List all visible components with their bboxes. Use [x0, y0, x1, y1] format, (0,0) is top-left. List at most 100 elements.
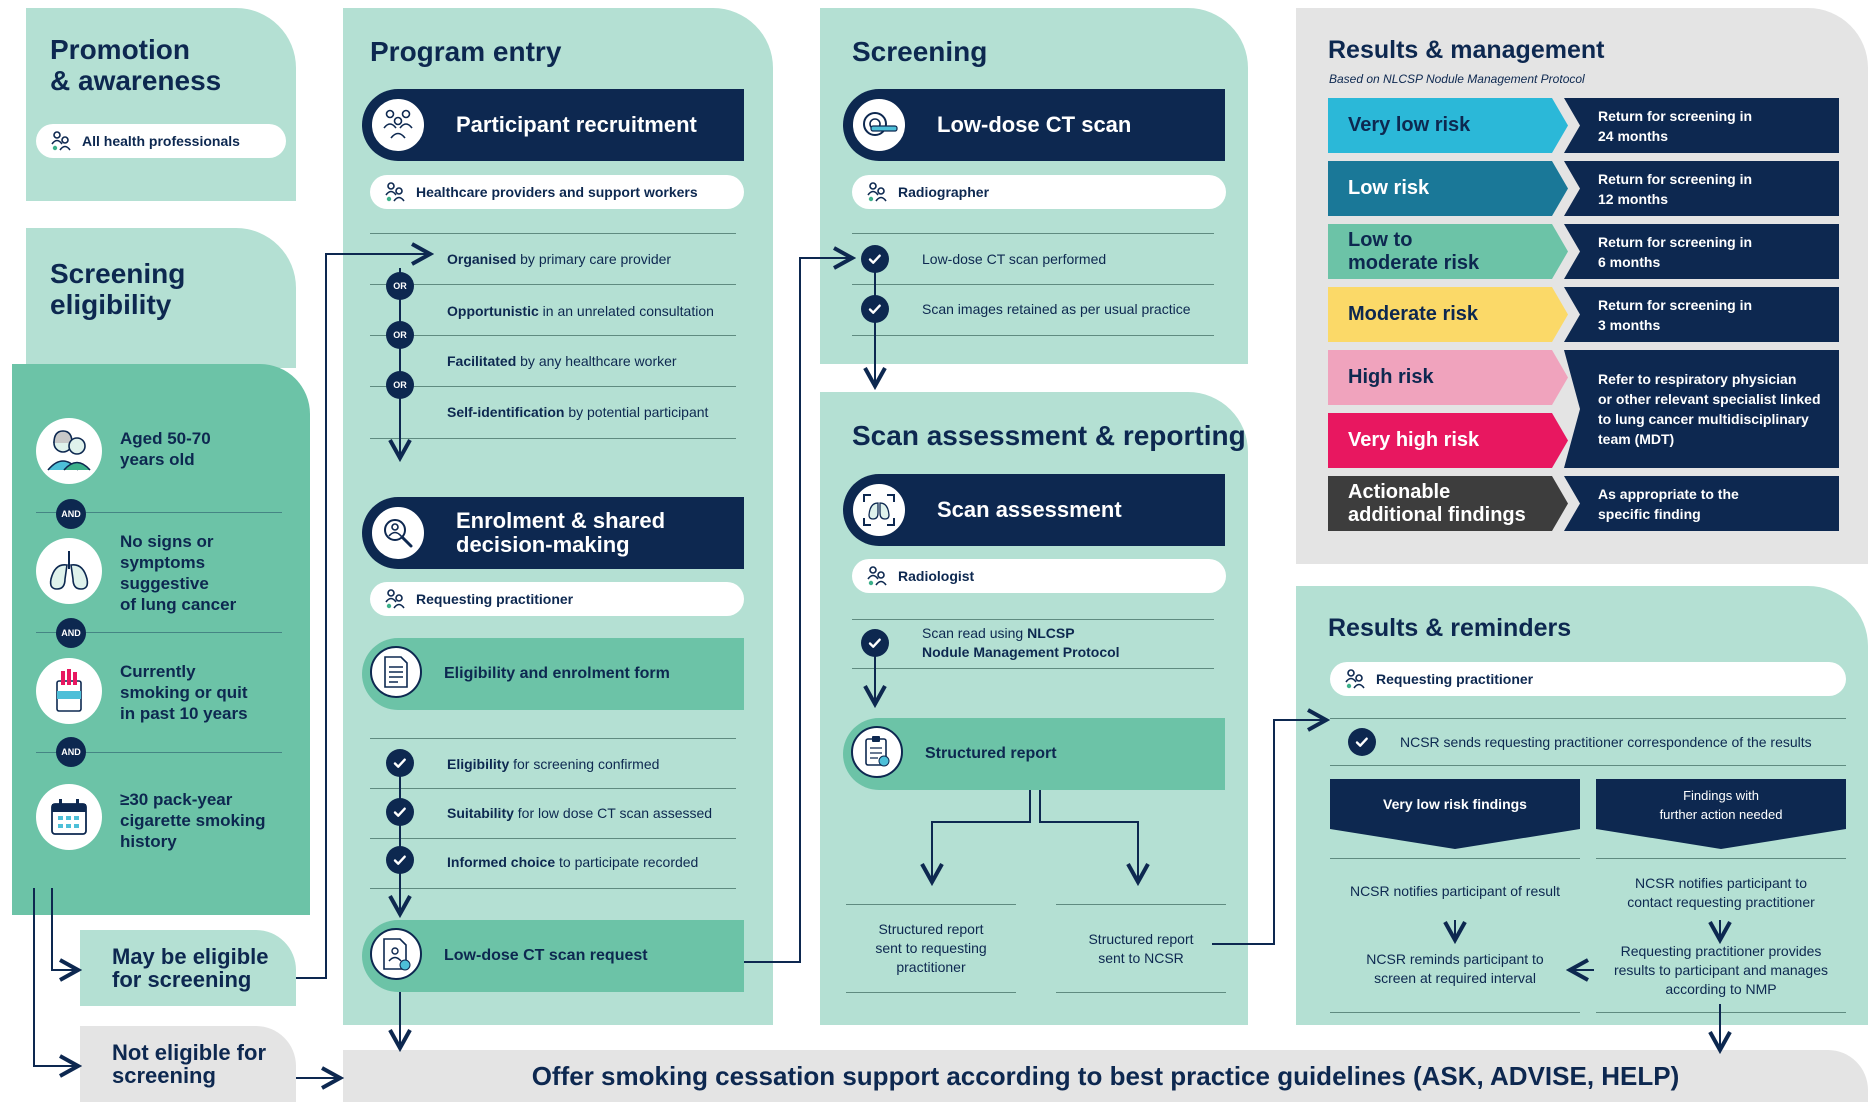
enrolment-role: Requesting practitioner: [370, 582, 744, 616]
risk-outcome-1: Return for screening in 12 months: [1564, 161, 1839, 216]
divider: [370, 284, 736, 285]
divider: [1056, 992, 1226, 993]
assessment-role: Radiologist: [852, 559, 1226, 593]
request-document-icon: [370, 928, 422, 980]
check-icon: [386, 846, 414, 874]
recruitment-role-label: Healthcare providers and support workers: [416, 184, 698, 200]
screening-step-retained: Scan images retained as per usual practi…: [922, 301, 1191, 317]
ct-scan-heading: Low-dose CT scan: [843, 89, 1225, 161]
not-eligible-box: Not eligible for screening: [80, 1026, 296, 1102]
assessment-title: Scan assessment & reporting: [852, 420, 1246, 451]
recruitment-step-self-identification: Self-identification by potential partici…: [447, 404, 709, 420]
reminders-title: Results & reminders: [1328, 614, 1572, 642]
recruitment-step-facilitated: Facilitated by any healthcare worker: [447, 353, 677, 369]
report-icon: [851, 726, 903, 778]
divider: [852, 284, 1214, 285]
ncsr-notifies-contact: NCSR notifies participant to contact req…: [1627, 875, 1815, 910]
search-person-icon: [370, 505, 426, 561]
screening-role-label: Radiographer: [898, 184, 990, 200]
divider: [370, 888, 736, 889]
participant-recruitment-heading: Participant recruitment: [362, 89, 744, 161]
divider: [36, 632, 282, 633]
screening-step-performed: Low-dose CT scan performed: [922, 251, 1107, 267]
ct-scan-label: Low-dose CT scan: [937, 112, 1132, 137]
outcome-to-ncsr: Structured report sent to NCSR: [1088, 931, 1194, 966]
divider: [1330, 718, 1846, 719]
check-icon: [861, 629, 889, 657]
practitioner-provides: Requesting practitioner provides results…: [1613, 943, 1828, 997]
risk-outcome-2: Return for screening in 6 months: [1564, 224, 1839, 279]
cigarette-pack-icon: [36, 658, 102, 724]
assessment-flow-line: [874, 644, 876, 700]
divider: [1330, 765, 1846, 766]
participant-recruitment-label: Participant recruitment: [456, 112, 697, 137]
outcome-to-practitioner: Structured report sent to requesting pra…: [875, 921, 987, 975]
very-low-findings-label: Very low risk findings: [1383, 796, 1527, 812]
check-icon: [386, 798, 414, 826]
divider: [846, 904, 1016, 905]
divider: [852, 233, 1214, 234]
and-badge: AND: [56, 499, 86, 529]
divider: [370, 838, 736, 839]
criterion-pack-years: ≥30 pack-year cigarette smoking history: [120, 790, 266, 851]
enrolment-step-eligibility: Eligibility for screening confirmed: [447, 756, 660, 772]
check-icon: [861, 245, 889, 273]
reminders-role: Requesting practitioner: [1330, 662, 1846, 696]
enrolment-step-informed-choice: Informed choice to participate recorded: [447, 854, 699, 870]
older-couple-icon: [36, 418, 102, 484]
criterion-age: Aged 50-70 years old: [120, 429, 211, 469]
screening-role: Radiographer: [852, 175, 1226, 209]
promotion-panel: [26, 8, 296, 201]
or-badge: OR: [386, 371, 414, 399]
divider: [852, 619, 1214, 620]
risk-level-3: Moderate risk: [1328, 287, 1568, 342]
divider: [370, 233, 736, 234]
risk-outcome-0: Return for screening in 24 months: [1564, 98, 1839, 153]
eligibility-panel: [26, 228, 296, 368]
divider: [1330, 858, 1580, 859]
risk-level-2: Low to moderate risk: [1328, 224, 1568, 279]
promotion-title: Promotion & awareness: [50, 34, 222, 96]
divider: [1056, 904, 1226, 905]
and-badge: AND: [56, 737, 86, 767]
scan-assessment-label: Scan assessment: [937, 497, 1122, 522]
enrolment-step-suitability: Suitability for low dose CT scan assesse…: [447, 805, 713, 821]
lungs-icon: [36, 538, 102, 604]
further-action-label: Findings with further action needed: [1659, 788, 1783, 822]
program-entry-title: Program entry: [370, 36, 562, 67]
divider: [852, 668, 1214, 669]
check-icon: [1348, 728, 1376, 756]
calendar-icon: [36, 784, 102, 850]
results-title: Results & management: [1328, 36, 1605, 64]
or-badge: OR: [386, 321, 414, 349]
reminders-role-label: Requesting practitioner: [1376, 671, 1534, 687]
divider: [1596, 1012, 1846, 1013]
people-icon: [866, 566, 888, 586]
recruitment-role: Healthcare providers and support workers: [370, 175, 744, 209]
risk-level-6: Actionable additional findings: [1328, 476, 1568, 531]
risk-level-1: Low risk: [1328, 161, 1568, 216]
check-icon: [861, 295, 889, 323]
divider: [370, 438, 736, 439]
assessment-step: Scan read using NLCSP Nodule Management …: [922, 625, 1120, 660]
people-icon: [384, 182, 406, 202]
further-action-tag: [1596, 779, 1846, 849]
criterion-symptoms: No signs or symptoms suggestive of lung …: [120, 532, 237, 614]
smoking-cessation-bar: Offer smoking cessation support accordin…: [343, 1050, 1868, 1102]
check-icon: [386, 749, 414, 777]
divider: [370, 788, 736, 789]
divider: [36, 752, 282, 753]
divider: [370, 386, 736, 387]
divider: [370, 335, 736, 336]
divider: [1596, 858, 1846, 859]
and-badge: AND: [56, 618, 86, 648]
risk-level-4: High risk: [1328, 350, 1568, 405]
scan-frame-icon: [851, 482, 907, 538]
risk-outcome-6: As appropriate to the specific finding: [1564, 476, 1839, 531]
enrolment-role-label: Requesting practitioner: [416, 591, 574, 607]
structured-report-label: Structured report: [925, 745, 1057, 762]
people-icon: [50, 131, 72, 151]
ncsr-notifies-result: NCSR notifies participant of result: [1349, 883, 1561, 899]
risk-outcome-4: Refer to respiratory physician or other …: [1564, 350, 1839, 468]
ct-request-label: Low-dose CT scan request: [444, 947, 648, 964]
